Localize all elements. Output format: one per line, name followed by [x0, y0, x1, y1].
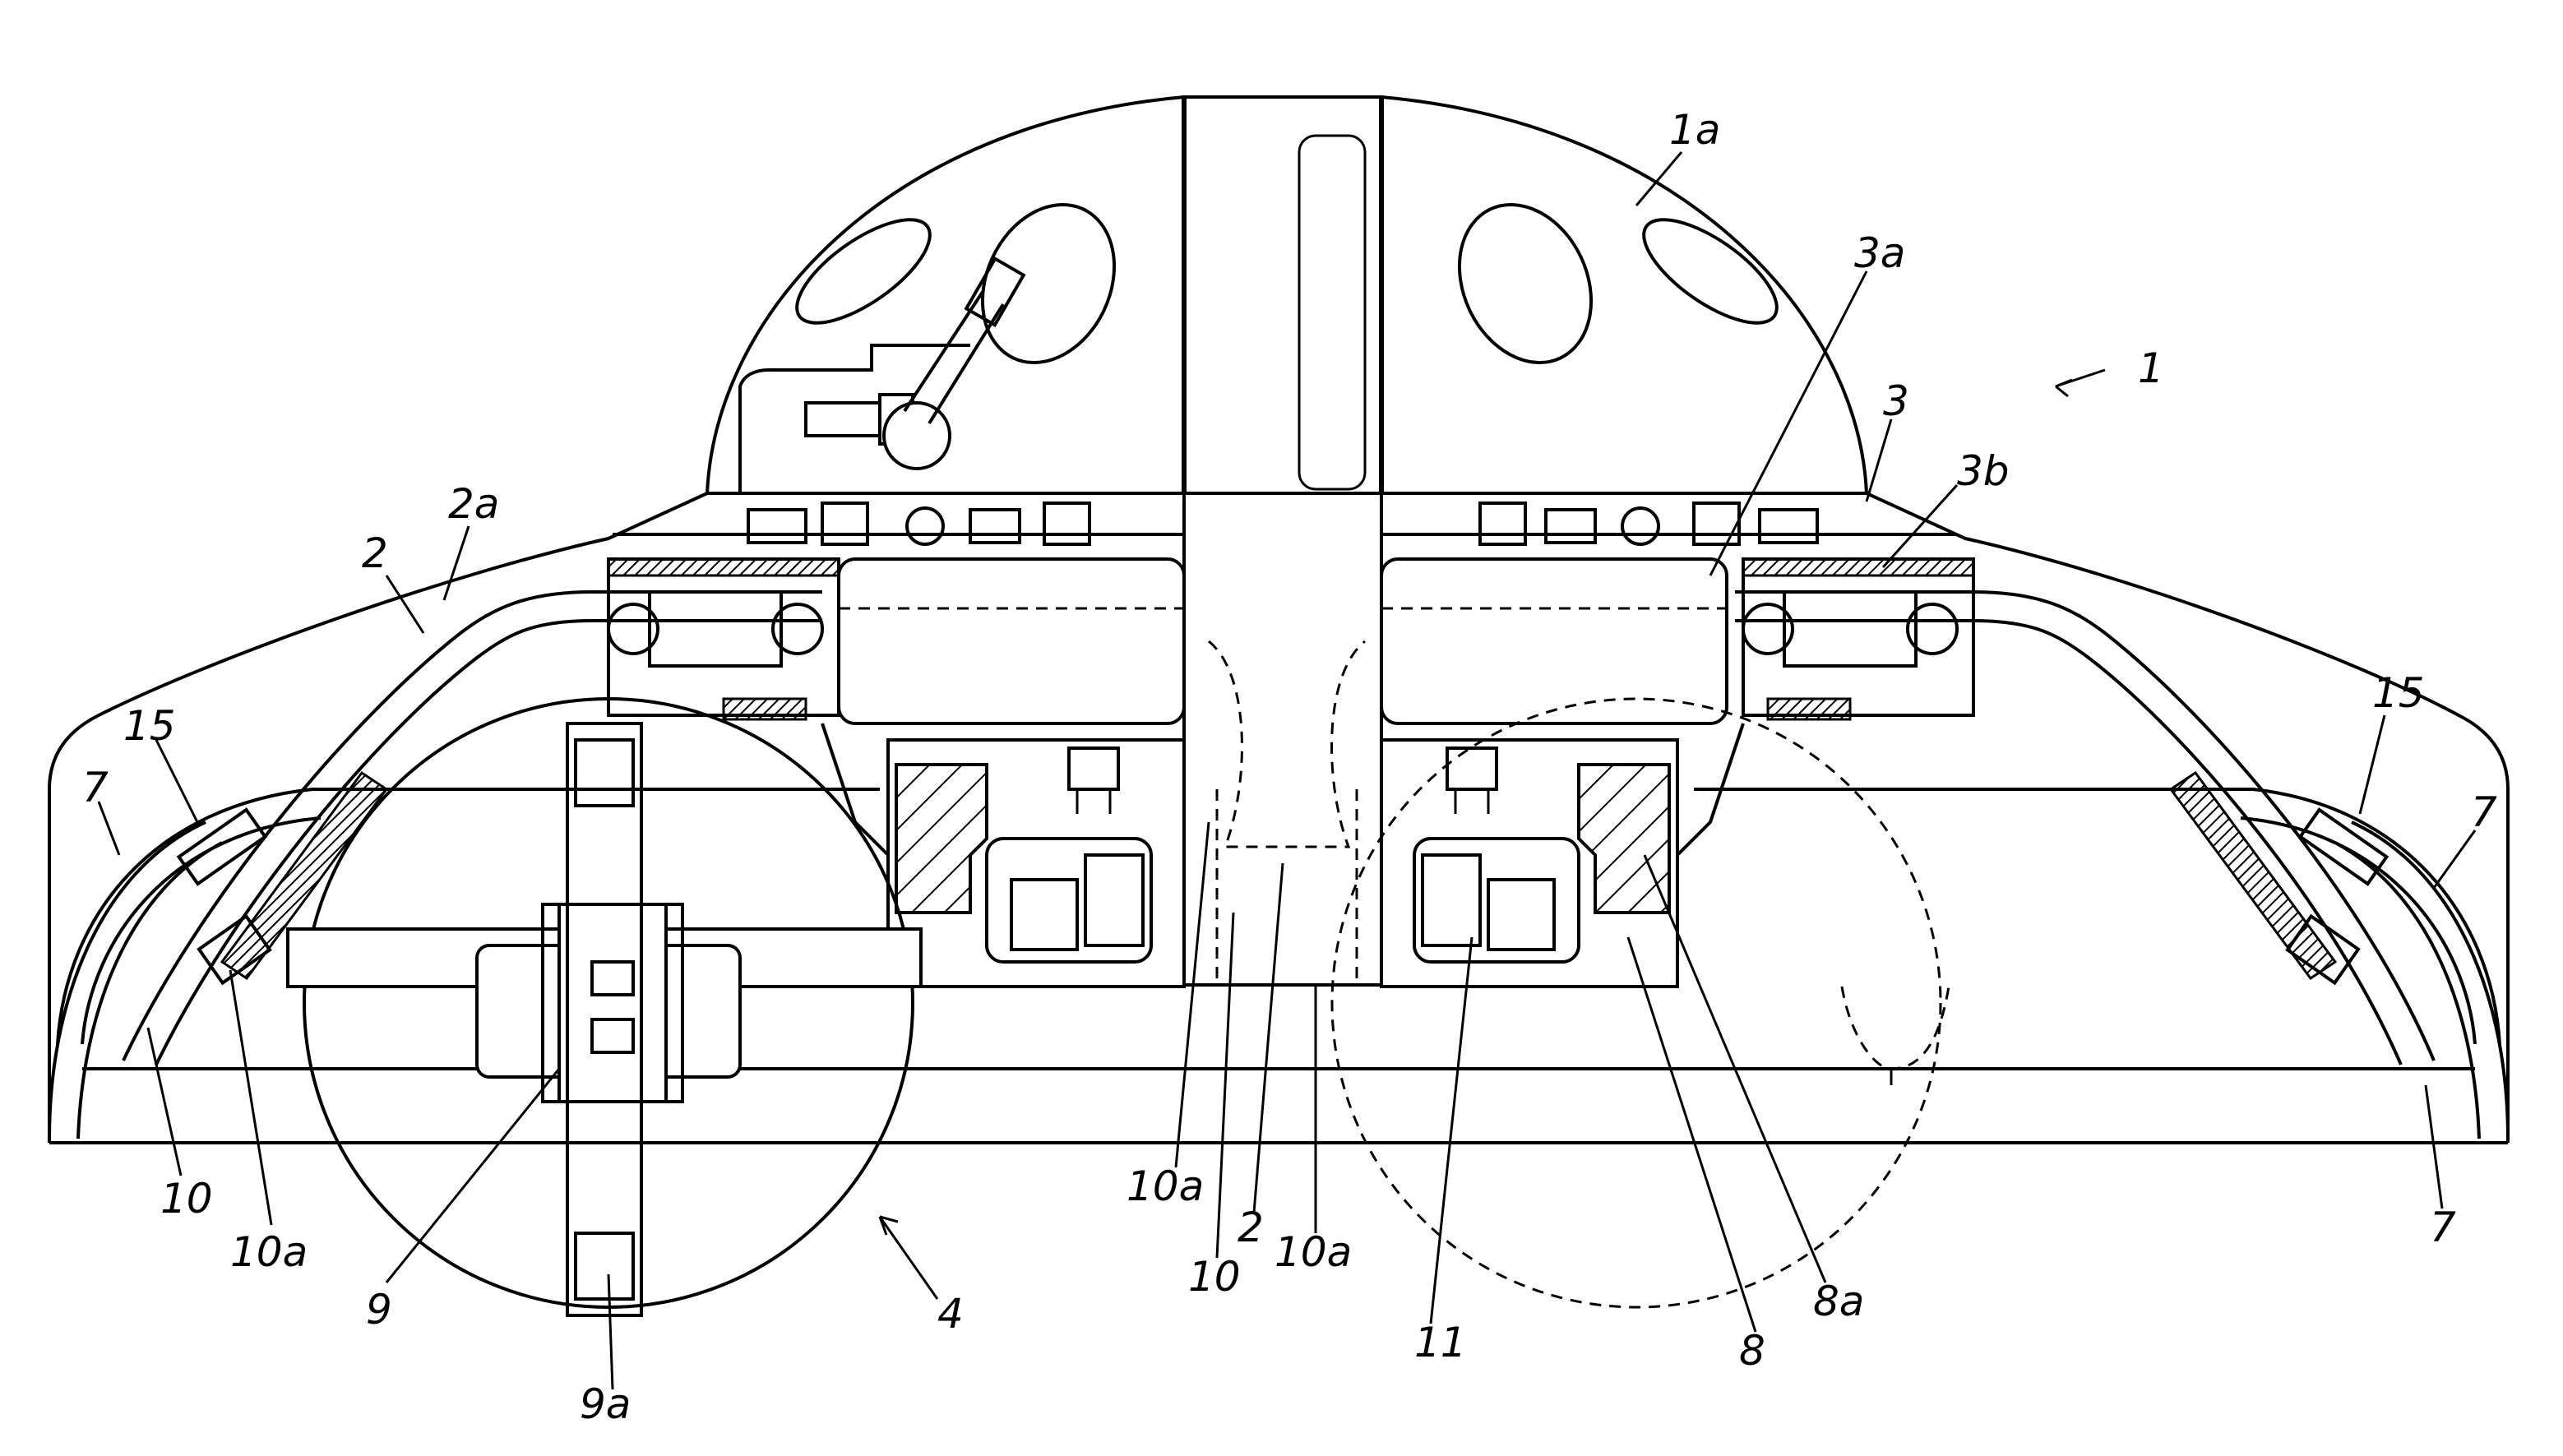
- leader-4: [878, 1216, 939, 1300]
- arc-rail-left-outer: [122, 590, 822, 1061]
- coil-right: [2168, 770, 2338, 981]
- outer-casing-left: [48, 492, 708, 1143]
- arc-rail-left-inner: [155, 619, 822, 1065]
- label-4: 4: [937, 1290, 964, 1338]
- label-2-left: 2: [362, 529, 388, 577]
- bearing-row-left: [747, 502, 1091, 546]
- label-9a: 9a: [580, 1380, 631, 1428]
- label-8a: 8a: [1813, 1278, 1864, 1325]
- leader-2a: [442, 525, 470, 601]
- label-3a: 3a: [1854, 229, 1905, 277]
- leader-1a: [1635, 151, 1683, 206]
- label-1: 1: [2138, 344, 2164, 392]
- center-dash-shaft: [1208, 640, 1366, 848]
- bearing-row-right: [1478, 502, 1819, 546]
- label-1a: 1a: [1669, 106, 1720, 154]
- plate-top-block: [574, 738, 635, 807]
- label-10a-left: 10a: [230, 1228, 308, 1276]
- motor-assembly: [286, 903, 923, 1103]
- leader-10-left: [146, 1027, 183, 1176]
- wheel-right-dashed: [1330, 697, 1942, 1309]
- label-15-left: 15: [123, 702, 176, 750]
- leader-2-center: [1252, 862, 1284, 1213]
- knob-ball: [882, 401, 951, 470]
- dome-window-3: [1457, 202, 1594, 365]
- arc-rail-right-inner: [1735, 619, 2403, 1065]
- central-column: [1182, 95, 1383, 987]
- end-block-right-1: [2297, 807, 2390, 886]
- leader-8a: [1643, 854, 1827, 1283]
- leader-10-center: [1215, 912, 1235, 1259]
- flange-thick-left-2: [76, 841, 223, 1139]
- leader-9: [385, 1068, 561, 1283]
- bearing-left: [985, 746, 1153, 964]
- leader-7-left: [97, 801, 121, 856]
- label-7-right-top: 7: [2471, 788, 2497, 836]
- weight-right: [1577, 763, 1671, 914]
- leader-15-right: [2358, 714, 2386, 815]
- label-10a-center-left: 10a: [1127, 1162, 1204, 1210]
- leader-3: [1865, 418, 1893, 502]
- roller-assembly-left: [607, 557, 840, 721]
- end-block-left-1: [176, 807, 268, 886]
- label-10-left: 10: [160, 1175, 213, 1223]
- label-10a-center-right: 10a: [1275, 1228, 1352, 1276]
- vertical-plate: [566, 722, 643, 1317]
- column-inner-slot: [1298, 134, 1367, 491]
- flange-outer-left: [56, 788, 880, 1045]
- label-15-right: 15: [2372, 669, 2425, 717]
- label-7-right-bottom: 7: [2430, 1204, 2456, 1251]
- flange-thick-right: [2351, 820, 2510, 1139]
- label-8: 8: [1739, 1327, 1765, 1375]
- bearing-right: [1413, 746, 1580, 964]
- leader-7-right-bottom: [2424, 1084, 2444, 1209]
- leader-11: [1429, 936, 1473, 1324]
- end-block-right-2: [2285, 913, 2361, 986]
- dome-window-2: [980, 202, 1117, 365]
- label-2a: 2a: [448, 480, 499, 528]
- leader-1-arrow: [2055, 378, 2073, 398]
- leader-3a: [1709, 270, 1868, 576]
- label-11: 11: [1414, 1319, 1467, 1366]
- leader-3b: [1881, 483, 1959, 569]
- dome-window-4: [1642, 218, 1779, 325]
- flange-outer-right: [1694, 788, 2501, 1045]
- flange-thick-right-2: [2334, 841, 2481, 1139]
- label-7-left: 7: [82, 764, 109, 811]
- small-block: [804, 401, 881, 437]
- dash-curve-right: [1840, 986, 1950, 1070]
- leader-2-left: [385, 575, 425, 634]
- flange-inner-left: [81, 816, 322, 1045]
- flange-inner-right: [2240, 816, 2477, 1045]
- leader-10a-left: [229, 969, 273, 1226]
- leader-9a: [607, 1273, 614, 1390]
- leader-8: [1626, 936, 1757, 1333]
- plate-bottom-block: [574, 1232, 635, 1301]
- leader-7-right-top: [2432, 830, 2477, 889]
- label-10-center: 10: [1188, 1253, 1241, 1301]
- lever-tip: [964, 256, 1026, 328]
- weight-left: [895, 763, 988, 914]
- label-3: 3: [1883, 377, 1909, 425]
- dome-window-1: [795, 218, 932, 325]
- label-9: 9: [366, 1286, 392, 1334]
- leader-4-arrow: [878, 1215, 899, 1236]
- outer-casing-right: [1866, 492, 2510, 1143]
- housing-box-left: [886, 738, 1186, 988]
- flange-thick-left: [48, 820, 206, 1139]
- leader-10a-center-left: [1174, 821, 1210, 1168]
- arc-rail-right-outer: [1735, 590, 2436, 1061]
- end-block-left-2: [197, 913, 272, 986]
- housing-box-right: [1380, 738, 1679, 988]
- leader-15-left: [155, 739, 199, 823]
- label-2-center: 2: [1238, 1204, 1264, 1251]
- upper-chamber-right: [1380, 557, 1728, 725]
- label-3b: 3b: [1957, 447, 2010, 495]
- inner-bracket: [738, 344, 970, 493]
- roller-assembly-right: [1742, 557, 1975, 721]
- upper-chamber-left: [837, 557, 1186, 725]
